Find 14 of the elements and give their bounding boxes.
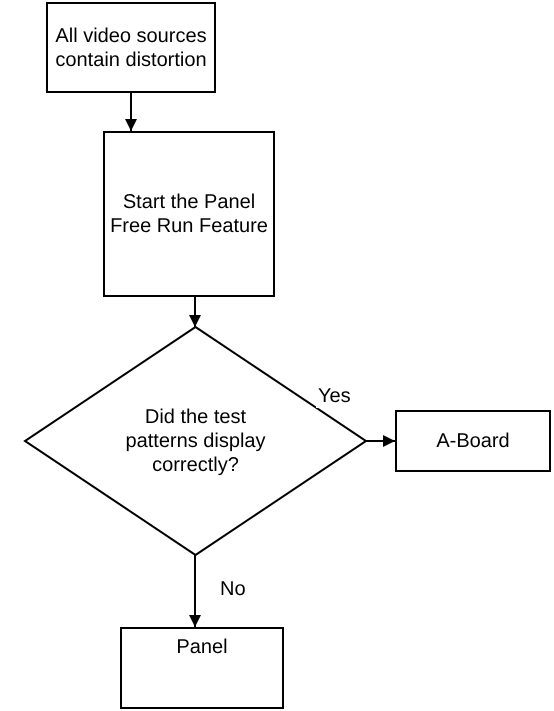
process-box [103, 131, 275, 297]
arrow [189, 297, 201, 327]
process-box [120, 627, 284, 709]
arrow [189, 555, 201, 627]
arrow [366, 435, 395, 447]
process-box [395, 410, 551, 472]
decision-diamond [25, 327, 366, 555]
arrow [125, 93, 137, 131]
process-box [46, 2, 216, 93]
node-text: Start the Panel Free Run Feature [109, 190, 269, 238]
node-text: Did the test patterns display correctly? [124, 405, 267, 477]
node-text: Panel [176, 635, 228, 659]
node-text: A-Board [436, 429, 510, 453]
node-text: All video sources contain distortion [54, 24, 208, 72]
